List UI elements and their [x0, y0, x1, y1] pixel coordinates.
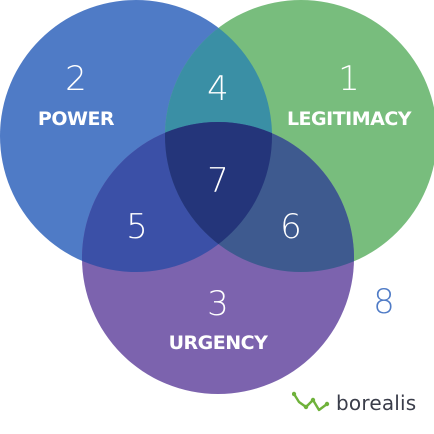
legitimacy-urgency-number: 6	[280, 207, 302, 247]
all-three-number: 7	[207, 161, 229, 201]
power-label: POWER	[38, 108, 115, 130]
legitimacy-label: LEGITIMACY	[287, 108, 412, 130]
power-urgency-number: 5	[126, 207, 148, 247]
power-number: 2	[65, 59, 87, 99]
borealis-logo: borealis	[292, 390, 416, 416]
legitimacy-number: 1	[338, 59, 360, 99]
urgency-label: URGENCY	[169, 332, 268, 354]
urgency-number: 3	[207, 284, 229, 324]
power-legitimacy-number: 4	[207, 69, 229, 109]
borealis-logo-text: borealis	[336, 391, 417, 415]
outside-number: 8	[373, 282, 395, 322]
borealis-constellation-icon	[292, 391, 330, 412]
